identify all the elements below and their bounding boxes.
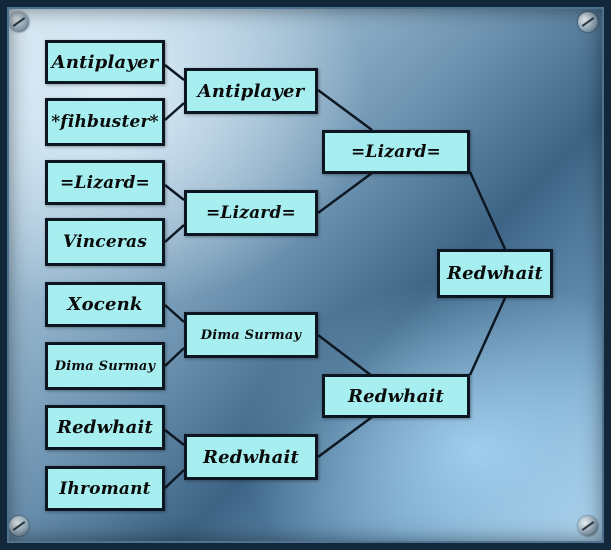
connector: [468, 171, 507, 250]
round1-player-7: Redwhait: [45, 405, 165, 450]
round2-player-3: Dima Surmay: [184, 312, 318, 358]
connector: [317, 334, 373, 377]
semifinal-player-1: =Lizard=: [322, 130, 470, 174]
connector: [317, 171, 373, 215]
semifinal-player-2: Redwhait: [322, 374, 470, 418]
connector: [317, 88, 373, 132]
connector: [164, 224, 185, 243]
connector: [164, 304, 185, 323]
round1-player-2: *fihbuster*: [45, 98, 165, 146]
round1-player-8: Ihromant: [45, 466, 165, 511]
screw-icon: [578, 516, 598, 536]
connector: [164, 64, 185, 81]
champion: Redwhait: [437, 249, 553, 298]
round1-player-1: Antiplayer: [45, 40, 165, 84]
round2-player-4: Redwhait: [184, 434, 318, 480]
round1-player-4: Vinceras: [45, 218, 165, 266]
connector: [164, 347, 185, 367]
round1-player-5: Xocenk: [45, 282, 165, 327]
round1-player-6: Dima Surmay: [45, 342, 165, 390]
connector: [164, 102, 185, 121]
round2-player-2: =Lizard=: [184, 190, 318, 236]
connector: [317, 415, 373, 459]
connector: [468, 297, 507, 376]
screw-icon: [9, 516, 29, 536]
connector: [164, 469, 185, 489]
screw-icon: [578, 12, 598, 32]
connector: [164, 184, 185, 201]
round1-player-3: =Lizard=: [45, 160, 165, 205]
screw-icon: [9, 12, 29, 32]
connector: [164, 429, 185, 446]
round2-player-1: Antiplayer: [184, 68, 318, 114]
